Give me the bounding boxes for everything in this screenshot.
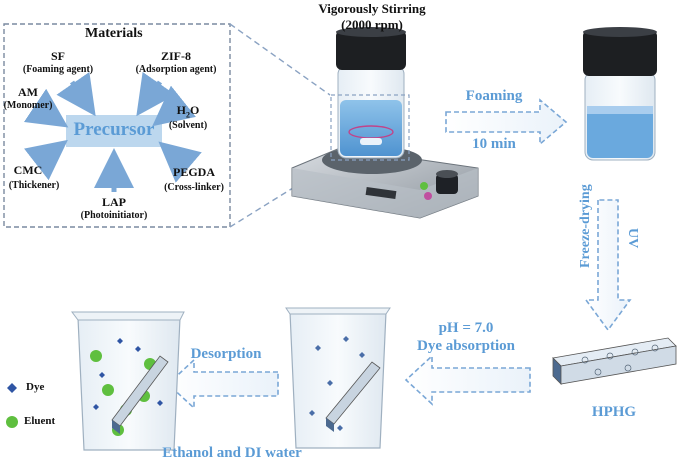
label-am: AM <box>18 85 38 99</box>
legend-dye-icon <box>7 383 17 393</box>
beaker-desorption <box>71 311 185 451</box>
precursor-box <box>66 115 162 147</box>
materials-title: Materials <box>85 26 143 41</box>
wash-label: Ethanol and DI water <box>162 445 302 461</box>
freeze-drying-label: Freeze-drying <box>578 184 593 268</box>
arrow-zif8 <box>136 71 176 117</box>
arrow-pegda <box>158 141 202 183</box>
foaming-label: Foaming <box>465 88 523 104</box>
material-arrows <box>23 71 202 192</box>
label-h2o-role: (Solvent) <box>168 120 208 131</box>
label-sf-role: (Foaming agent) <box>22 64 94 75</box>
precursor-label: Precursor <box>73 119 155 140</box>
hphg-block <box>552 337 677 385</box>
foaming-time: 10 min <box>472 136 516 152</box>
absorption-arrow <box>404 354 531 406</box>
down-arrow <box>584 199 632 332</box>
label-lap-role: (Photoinitiator) <box>80 210 148 221</box>
label-zif8-role: (Adsorption agent) <box>135 64 217 75</box>
label-lap: LAP <box>102 195 126 209</box>
label-sf: SF <box>50 49 66 63</box>
desorption-arrow <box>166 358 279 410</box>
label-am-role: (Monomer) <box>3 100 53 111</box>
label-pegda: PEGDA <box>173 165 215 179</box>
desorption-label: Desorption <box>190 346 262 362</box>
materials-box <box>3 23 231 228</box>
stirring-label: Vigorously Stirring <box>318 1 426 16</box>
foaming-arrow <box>445 98 568 146</box>
zoom-region <box>330 94 410 161</box>
zoom-connector-top <box>229 23 331 96</box>
arrow-cmc <box>24 139 68 181</box>
dye-absorption-label: Dye absorption <box>417 338 515 354</box>
arrow-h2o <box>152 85 196 127</box>
label-cmc: CMC <box>13 163 43 177</box>
label-h2o: H2O <box>176 103 200 120</box>
ph-label: pH = 7.0 <box>438 320 494 336</box>
arrow-sf <box>56 71 96 117</box>
label-cmc-role: (Thickener) <box>8 180 60 191</box>
magnetic-stirrer <box>291 146 479 219</box>
legend-dye-label: Dye <box>26 381 45 393</box>
stirring-jar <box>330 27 410 161</box>
legend-eluent-label: Eluent <box>24 415 56 427</box>
foamed-jar <box>583 27 657 161</box>
legend-eluent-icon <box>6 416 18 428</box>
beaker-absorption <box>285 307 391 449</box>
label-zif8: ZIF-8 <box>161 49 191 63</box>
label-pegda-role: (Cross-linker) <box>164 182 224 193</box>
stirring-speed: (2000 rpm) <box>341 17 403 32</box>
hphg-label: HPHG <box>591 404 637 420</box>
uv-label: UV <box>625 228 640 249</box>
arrow-am <box>23 88 69 128</box>
